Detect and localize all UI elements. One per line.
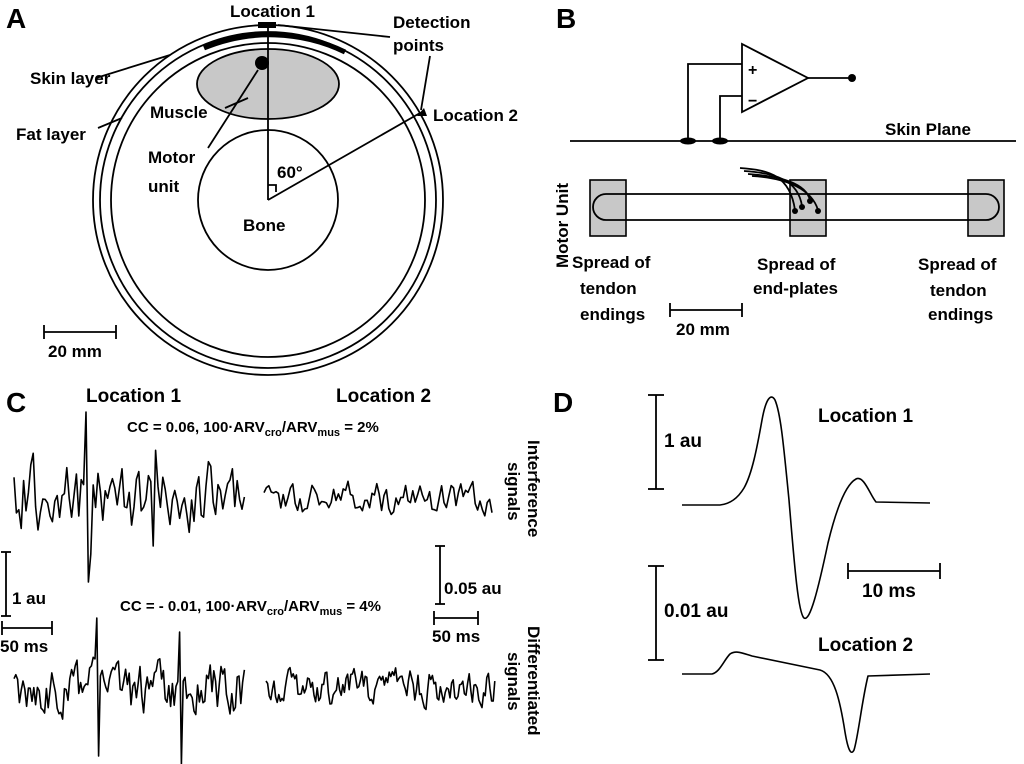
bone-label: Bone	[243, 216, 286, 235]
right-tendon-box	[967, 179, 1005, 237]
scale-d-10ms-label: 10 ms	[862, 581, 916, 602]
motor-unit-leader	[207, 69, 259, 149]
endplates-line-1: Spread of	[757, 255, 836, 274]
panel-c-letter: C	[6, 387, 26, 418]
muap-location-1	[682, 396, 931, 619]
op-amp-triangle	[741, 42, 810, 114]
electrode-2	[712, 137, 728, 145]
scale-d-1au-label: 1 au	[664, 431, 702, 452]
cc-interference-text: CC = 0.06, 100·ARVcro/ARVmus = 2%	[127, 419, 379, 439]
op-amp-minus-wire	[719, 95, 742, 138]
left-tendon-line-1: Spread of	[572, 253, 651, 272]
differentiated-trace-location-2	[265, 666, 496, 711]
fat-layer-label: Fat layer	[16, 125, 86, 144]
motor-unit-vertical-label: Motor Unit	[553, 183, 572, 268]
nerve-branch-3	[747, 173, 811, 201]
left-tendon-line-2: tendon	[580, 279, 637, 298]
scale-c-005au-label: 0.05 au	[444, 579, 502, 598]
endplate-1	[792, 208, 798, 214]
fibre-right-end	[985, 193, 1000, 221]
cc-differentiated-text: CC = - 0.01, 100·ARVcro/ARVmus = 4%	[120, 598, 381, 618]
motor-unit-label-line-1: Motor	[148, 148, 196, 167]
scale-c-50ms-left-label: 50 ms	[0, 637, 48, 656]
scale-d-001au-label: 0.01 au	[664, 601, 728, 622]
panel-a-letter: A	[6, 3, 26, 34]
muscle-label: Muscle	[150, 103, 208, 122]
panel-d: D 1 au 0.01 au 10 ms Location 1 Location…	[553, 387, 941, 754]
interference-trace-location-1	[13, 411, 246, 583]
right-angle-mark	[268, 184, 277, 192]
detection-label-line-2: points	[393, 36, 444, 55]
scale-c-1au-label: 1 au	[12, 589, 46, 608]
op-amp-minus: −	[748, 93, 757, 110]
right-tendon-line-3: endings	[928, 305, 993, 324]
panel-c: C Location 1 Location 2 CC = 0.06, 100·A…	[0, 386, 543, 764]
location-2-label: Location 2	[433, 106, 518, 125]
c-location-2-label: Location 2	[336, 386, 431, 407]
location-1-label: Location 1	[230, 2, 315, 21]
op-amp-output-node	[848, 74, 856, 82]
angle-label: 60°	[277, 163, 303, 182]
fibre-left-end	[592, 193, 607, 221]
op-amp-plus-wire	[687, 63, 742, 138]
differentiated-trace-location-1	[13, 617, 246, 764]
panel-b: B + − Skin Plane Motor Unit Spread	[553, 3, 1016, 339]
interference-label-line-1: Interference	[524, 440, 543, 537]
interference-label-line-2: signals	[504, 462, 523, 521]
motor-unit-dot	[255, 56, 269, 70]
interference-trace-location-2	[263, 480, 493, 517]
left-tendon-line-3: endings	[580, 305, 645, 324]
skin-layer-label: Skin layer	[30, 69, 111, 88]
fat-layer-leader	[97, 117, 123, 129]
scale-c-50ms-right-label: 50 ms	[432, 627, 480, 646]
panel-a: A Location 1 Detection points Skin layer…	[6, 2, 518, 376]
radius-location-2	[267, 112, 421, 201]
d-location-1-label: Location 1	[818, 406, 913, 427]
endplates-line-2: end-plates	[753, 279, 838, 298]
d-location-2-label: Location 2	[818, 635, 913, 656]
skin-plane-label: Skin Plane	[885, 120, 971, 139]
detection-leader-2	[420, 55, 431, 111]
detection-leader-1	[277, 24, 391, 38]
endplate-3	[807, 198, 813, 204]
detection-point-1	[258, 22, 276, 28]
scale-label-a: 20 mm	[48, 342, 102, 361]
muap-location-2	[682, 651, 931, 754]
c-location-1-label: Location 1	[86, 386, 181, 407]
panel-b-letter: B	[556, 3, 576, 34]
differentiated-label-line-1: Differentiated	[524, 626, 543, 736]
right-tendon-line-2: tendon	[930, 281, 987, 300]
skin-arc	[203, 32, 347, 55]
detection-point-2	[417, 108, 427, 116]
scale-label-b: 20 mm	[676, 320, 730, 339]
skin-layer-leader	[95, 54, 171, 79]
left-tendon-box	[589, 179, 627, 237]
panel-d-letter: D	[553, 387, 573, 418]
endplate-4	[815, 208, 821, 214]
differentiated-label-line-2: signals	[504, 652, 523, 711]
nerve-branch-4	[751, 175, 819, 211]
op-amp-plus: +	[748, 62, 757, 79]
endplate-2	[799, 204, 805, 210]
electrode-1	[680, 137, 696, 145]
detection-label-line-1: Detection	[393, 13, 470, 32]
motor-unit-label-line-2: unit	[148, 177, 179, 196]
right-tendon-line-1: Spread of	[918, 255, 997, 274]
